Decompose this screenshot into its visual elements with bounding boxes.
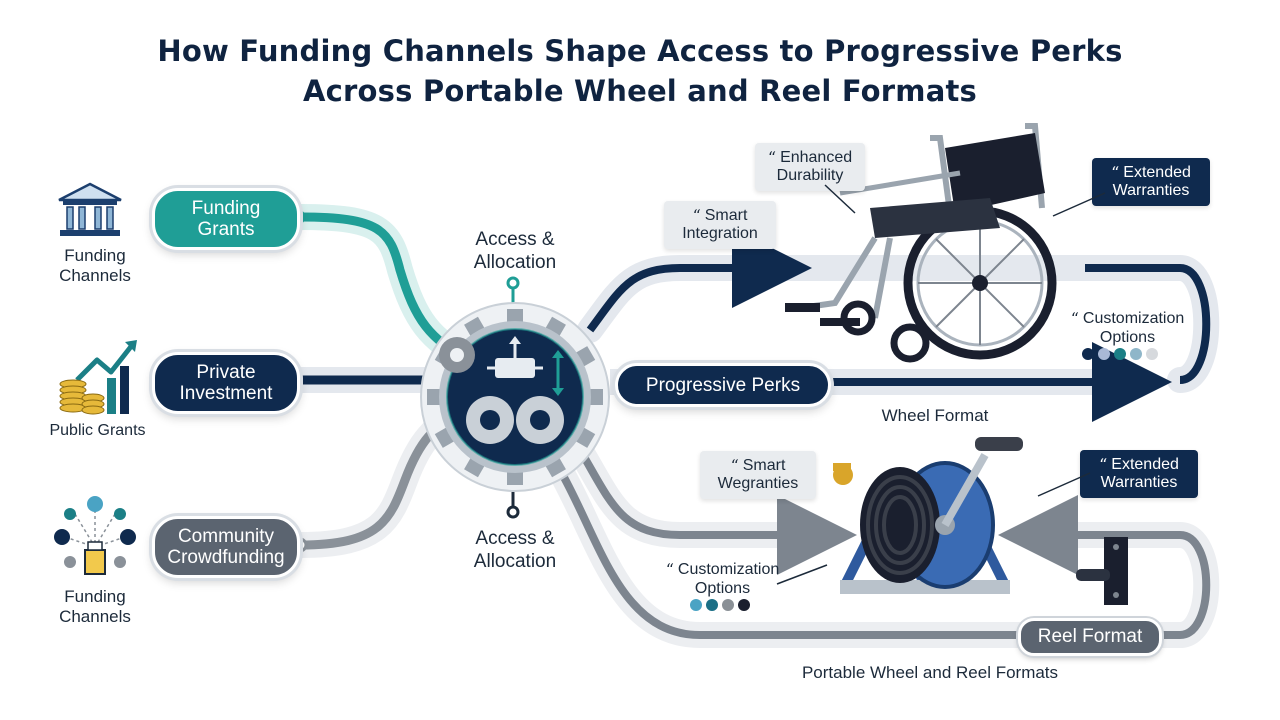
public-grants-label: Public Grants [49, 422, 146, 439]
customization-options-wheel: “Customization Options [1065, 309, 1190, 347]
swatch[interactable] [1130, 348, 1142, 360]
extended-warranties-callout: “Extended Warranties [1092, 158, 1210, 206]
quote-icon: “ [665, 560, 674, 579]
reel-extended-warranties-text: Extended Warranties [1100, 456, 1179, 491]
swatch[interactable] [738, 599, 750, 611]
quote-icon: “ [767, 148, 777, 167]
diagram-title-line-2: Across Portable Wheel and Reel Formats [302, 74, 977, 108]
callout-pointer [824, 184, 856, 214]
community-crowdfunding-pill[interactable]: Community Crowdfunding [152, 516, 300, 578]
smart-wegranties-text: Smart Wegranties [717, 457, 799, 492]
enhanced-durability-text: Enhanced Durability [776, 149, 853, 184]
swatch[interactable] [722, 599, 734, 611]
wheel-format-label: Wheel Format [881, 406, 989, 425]
enhanced-durability-callout: “Enhanced Durability [755, 143, 865, 191]
swatch[interactable] [1146, 348, 1158, 360]
customization-options-wheel-text: Customization Options [1082, 310, 1185, 346]
diagram-title-line-1: How Funding Channels Shape Access to Pro… [157, 34, 1123, 68]
callout-pointer [776, 564, 828, 585]
quote-icon: “ [692, 206, 701, 225]
top-channel-label: Funding Channels [59, 246, 131, 285]
progressive-perks-pill[interactable]: Progressive Perks [615, 363, 831, 407]
extended-warranties-text: Extended Warranties [1112, 164, 1191, 199]
quote-icon: “ [1070, 309, 1079, 328]
swatch[interactable] [1082, 348, 1094, 360]
hub-bottom-label: Access & Allocation [473, 528, 557, 572]
smart-integration-text: Smart Integration [682, 207, 758, 242]
wheelchair-image [785, 123, 1057, 363]
callout-pointer [1052, 192, 1106, 217]
hub-top-label: Access & Allocation [473, 229, 557, 273]
reel-format-badge[interactable]: Reel Format [1018, 618, 1162, 656]
hose-reel-image [833, 437, 1023, 594]
funding-grants-pill[interactable]: Funding Grants [152, 188, 300, 250]
bottom-channel-label: Funding Channels [59, 587, 131, 626]
swatch[interactable] [1114, 348, 1126, 360]
quote-icon: “ [730, 456, 739, 475]
bank-building-icon [58, 182, 122, 236]
quote-icon: “ [1111, 163, 1120, 182]
smart-wegranties-callout: “Smart Wegranties [700, 451, 816, 499]
swatch[interactable] [690, 599, 702, 611]
coins-growth-chart-icon [59, 340, 137, 415]
gears-flow-icon[interactable] [415, 300, 615, 495]
quote-icon: “ [1099, 455, 1108, 474]
wall-bracket-image [1076, 537, 1128, 605]
callout-pointer [1037, 472, 1091, 497]
wheel-color-swatches [1082, 348, 1158, 360]
crowd-network-icon [54, 496, 136, 575]
reel-color-swatches [690, 599, 750, 611]
smart-integration-callout: “Smart Integration [664, 201, 776, 249]
swatch[interactable] [706, 599, 718, 611]
customization-options-reel: “Customization Options [660, 560, 785, 598]
swatch[interactable] [1098, 348, 1110, 360]
reel-extended-warranties-callout: “Extended Warranties [1080, 450, 1198, 498]
private-investment-pill[interactable]: Private Investment [152, 352, 300, 414]
portable-formats-label: Portable Wheel and Reel Formats [801, 663, 1059, 682]
customization-options-reel-text: Customization Options [677, 561, 780, 597]
